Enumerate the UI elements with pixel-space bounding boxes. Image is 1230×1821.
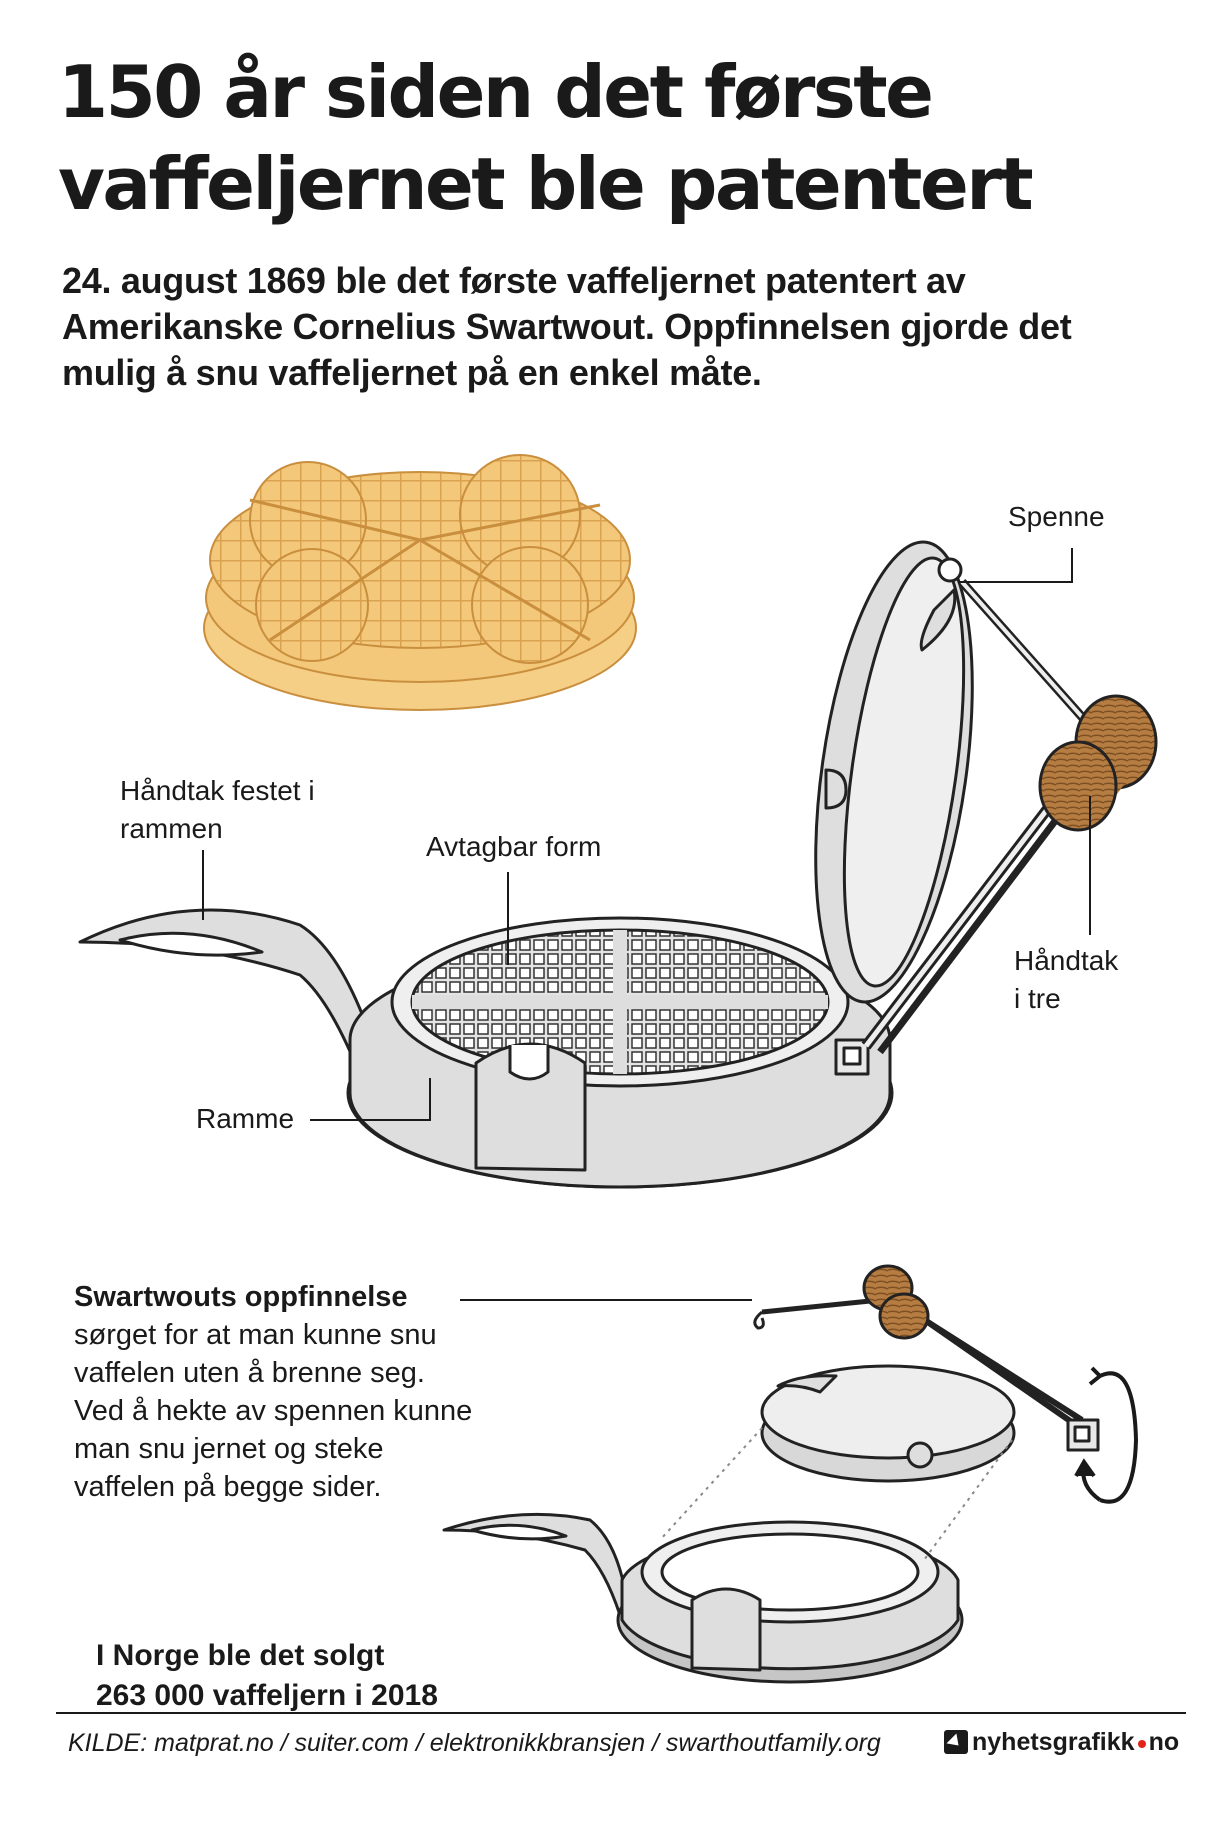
label-handtak-tre-line-2: i tre bbox=[1014, 983, 1061, 1014]
rotate-arrow-icon bbox=[1074, 1366, 1139, 1504]
brand-tld: no bbox=[1148, 1727, 1180, 1756]
exploded-rod-1 bbox=[761, 1297, 881, 1315]
stat-line-1: I Norge ble det solgt bbox=[96, 1639, 385, 1672]
brand-name: nyhetsgrafikk bbox=[972, 1727, 1135, 1756]
clasp-hook bbox=[919, 588, 957, 652]
brand-logo: nyhetsgrafikk no bbox=[944, 1724, 1179, 1760]
source-credits: KILDE: matprat.no / suiter.com / elektro… bbox=[68, 1729, 881, 1757]
sales-statistic: I Norge ble det solgt 263 000 vaffeljern… bbox=[96, 1636, 438, 1716]
waffle-top bbox=[209, 454, 631, 664]
label-ramme: Ramme bbox=[196, 1103, 295, 1134]
exploded-hinge-pin bbox=[1073, 1425, 1091, 1443]
stat-line-2: 263 000 vaffeljern i 2018 bbox=[96, 1679, 438, 1712]
invention-heading: Swartwouts oppfinnelse bbox=[74, 1281, 408, 1313]
leader-lines bbox=[202, 548, 1091, 1301]
leader-ramme bbox=[310, 1078, 431, 1121]
footer-divider bbox=[56, 1712, 1186, 1714]
invention-line-4: man snu jernet og steke bbox=[74, 1433, 384, 1465]
exploded-lid-hook bbox=[776, 1374, 838, 1394]
rod-lower-fill bbox=[864, 788, 1064, 1048]
frame-handle-hole bbox=[118, 931, 264, 957]
guide-right bbox=[923, 1439, 1013, 1561]
rod-upper-fill bbox=[960, 580, 1092, 728]
label-handtak-festet-line-1: Håndtak festet i bbox=[120, 775, 315, 806]
leader-spenne bbox=[958, 548, 1073, 583]
title-line-1: 150 år siden det første bbox=[58, 50, 934, 134]
frame-handle bbox=[78, 908, 397, 1077]
lead-line-3: mulig å snu vaffeljernet på en enkel måt… bbox=[62, 352, 762, 393]
invention-line-1: sørget for at man kunne snu bbox=[74, 1319, 437, 1351]
rod-lower-2 bbox=[877, 793, 1077, 1055]
lead-line-1: 24. august 1869 ble det første vaffeljer… bbox=[62, 260, 966, 301]
exploded-lid-knob bbox=[906, 1441, 934, 1469]
invention-line-5: vaffelen på begge sider. bbox=[74, 1471, 382, 1503]
label-spenne: Spenne bbox=[1008, 501, 1105, 532]
assembly-guides bbox=[659, 1427, 1013, 1561]
wooden-handle bbox=[1038, 694, 1158, 832]
title-line-2: vaffeljernet ble patentert bbox=[58, 142, 1034, 226]
front-clip-slot bbox=[508, 1045, 550, 1081]
plate-divider bbox=[412, 930, 828, 1074]
exploded-front-clip bbox=[690, 1587, 762, 1672]
clasp-ring bbox=[937, 557, 963, 583]
exploded-rod-3 bbox=[920, 1315, 1088, 1435]
exploded-frame-handle-hole bbox=[470, 1523, 568, 1541]
label-handtak-festet-line-2: rammen bbox=[120, 813, 223, 844]
exploded-hook bbox=[753, 1310, 765, 1330]
invention-line-2: vaffelen uten å brenne seg. bbox=[74, 1357, 425, 1389]
lead-line-2: Amerikanske Cornelius Swartwout. Oppfinn… bbox=[62, 306, 1072, 347]
waffle-stack-illustration bbox=[203, 454, 637, 711]
label-avtagbar-form: Avtagbar form bbox=[426, 831, 602, 862]
lid-knob bbox=[824, 768, 848, 810]
hinge-pin bbox=[842, 1046, 862, 1066]
invention-line-3: Ved å hekte av spennen kunne bbox=[74, 1395, 473, 1427]
invention-description: Swartwouts oppfinnelse sørget for at man… bbox=[74, 1278, 472, 1506]
label-handtak-tre-line-1: Håndtak bbox=[1014, 945, 1119, 976]
label-handtak-festet: Håndtak festet i rammen bbox=[120, 772, 315, 848]
open-lid-inner bbox=[842, 556, 966, 988]
nyhetsgrafikk-logo-icon bbox=[944, 1730, 968, 1754]
waffle-iron-exploded-illustration bbox=[442, 1264, 1100, 1684]
page-title: 150 år siden det første vaffeljernet ble… bbox=[58, 46, 1178, 230]
waffle-iron-illustration bbox=[78, 540, 1158, 1189]
lead-paragraph: 24. august 1869 ble det første vaffeljer… bbox=[62, 258, 1192, 396]
brand-dot-icon bbox=[1137, 1739, 1146, 1748]
exploded-wooden-handle bbox=[862, 1264, 930, 1340]
guide-left bbox=[659, 1427, 763, 1541]
label-handtak-tre: Håndtak i tre bbox=[1014, 942, 1118, 1018]
